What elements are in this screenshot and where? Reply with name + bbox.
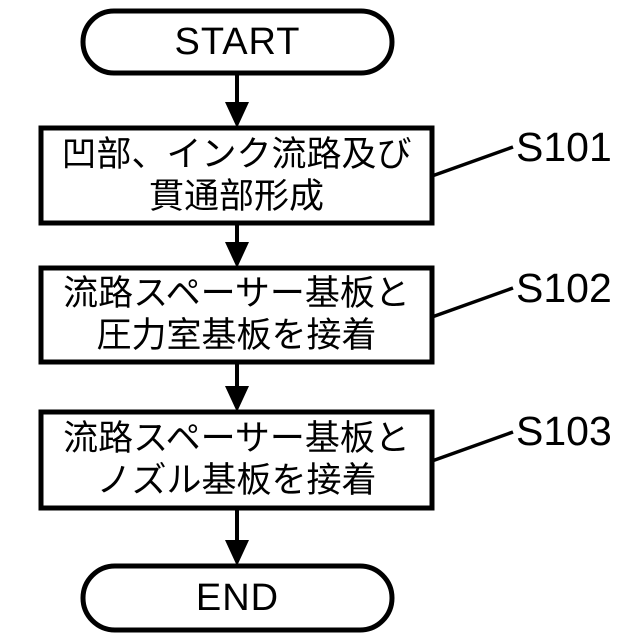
process-box-s102-shape[interactable] <box>38 265 435 365</box>
connector-s102-to-s103 <box>225 362 249 412</box>
step-tag-s103: S103 <box>516 408 612 454</box>
leader-line-s103 <box>431 430 514 463</box>
step-tag-s101: S101 <box>516 124 612 170</box>
connector-s103-to-end <box>225 508 249 566</box>
process-box-s101-shape[interactable] <box>38 125 435 226</box>
end-terminator-shape[interactable] <box>80 563 395 633</box>
start-terminator-shape[interactable] <box>80 8 395 76</box>
connector-s101-to-s102 <box>225 223 249 268</box>
step-tag-s102: S102 <box>516 265 612 311</box>
leader-line-s101 <box>431 145 514 178</box>
connector-start-to-s101 <box>225 73 249 128</box>
process-box-s103-shape[interactable] <box>38 409 435 511</box>
leader-line-s102 <box>431 286 514 319</box>
